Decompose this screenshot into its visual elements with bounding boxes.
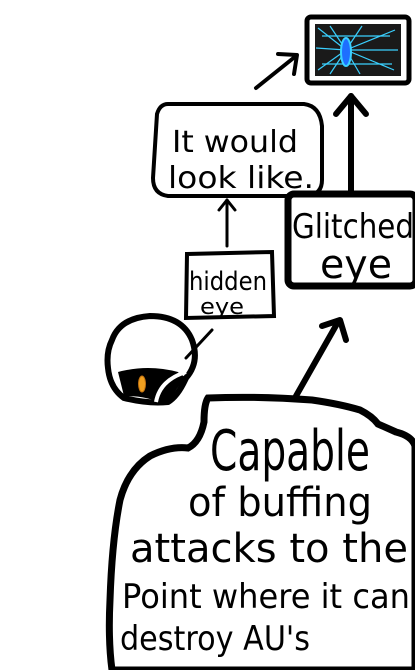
character-head bbox=[104, 312, 198, 406]
hidden-eye-box: hidden eye bbox=[183, 249, 277, 321]
hair-swoop bbox=[154, 370, 187, 403]
capable-line-2: of buffing bbox=[188, 480, 372, 526]
arrow-to-preview-diagonal bbox=[254, 52, 299, 90]
capable-line-3: attacks to the bbox=[130, 526, 408, 572]
glitch-pupil-icon bbox=[340, 37, 352, 67]
orange-eye-icon bbox=[138, 375, 146, 393]
hidden-eye-line-1: hidden bbox=[189, 267, 267, 297]
glitched-eye-line-1: Glitched bbox=[292, 207, 414, 247]
arrow-to-preview-vertical bbox=[333, 93, 369, 195]
hidden-eye-line-2: eye bbox=[200, 295, 244, 320]
would-look-like-line-1: It would bbox=[172, 125, 298, 160]
would-look-like-line-2: look like. bbox=[168, 161, 314, 196]
arrow-hidden-to-would-look bbox=[217, 198, 237, 248]
would-look-like-box: It would look like. bbox=[150, 102, 324, 198]
capable-line-1: Capable bbox=[210, 419, 370, 484]
capable-line-4: Point where it can bbox=[122, 577, 410, 617]
capable-line-5: destroy AU's bbox=[120, 619, 310, 659]
arrow-head-to-hidden bbox=[184, 328, 214, 360]
capable-description-box: Capable of buffing attacks to the Point … bbox=[105, 393, 415, 670]
arrow-capable-to-glitched bbox=[293, 317, 349, 399]
glitched-eye-box: Glitched eye bbox=[284, 190, 415, 290]
glitched-eye-preview bbox=[304, 14, 412, 86]
glitched-eye-line-2: eye bbox=[320, 242, 392, 288]
hair-fringe bbox=[118, 368, 186, 404]
